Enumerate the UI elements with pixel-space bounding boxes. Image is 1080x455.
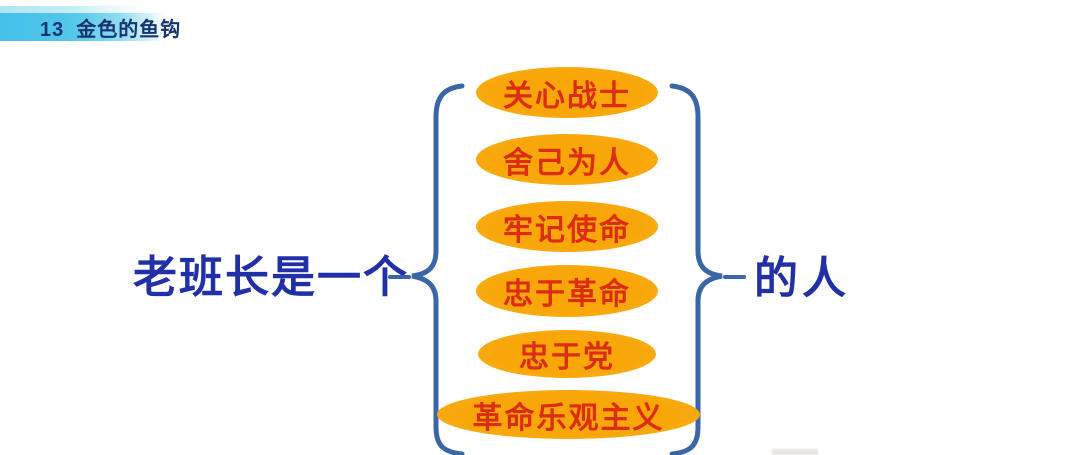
trait-ellipse-3: 牢记使命 bbox=[476, 201, 658, 252]
trait-label: 革命乐观主义 bbox=[472, 401, 665, 435]
trait-ellipse-6: 革命乐观主义 bbox=[437, 390, 700, 439]
header-banner: 13 金色的鱼钩 bbox=[0, 13, 460, 41]
diagram-left-label: 老班长是一个 bbox=[133, 253, 409, 302]
trait-ellipse-2: 舍己为人 bbox=[476, 134, 658, 185]
trait-label: 舍己为人 bbox=[503, 146, 631, 180]
lesson-heading: 13 金色的鱼钩 bbox=[40, 13, 181, 42]
trait-label: 牢记使命 bbox=[503, 213, 631, 247]
lesson-title: 金色的鱼钩 bbox=[76, 18, 182, 41]
banner-top-strip bbox=[0, 6, 420, 13]
trait-ellipse-5: 忠于党 bbox=[478, 330, 656, 378]
right-curly-brace bbox=[669, 83, 723, 455]
cutoff-watermark bbox=[772, 449, 818, 455]
left-curly-brace bbox=[411, 83, 465, 455]
diagram-right-label: 的人 bbox=[754, 254, 850, 303]
lesson-number: 13 bbox=[40, 18, 65, 41]
trait-label: 关心战士 bbox=[503, 79, 631, 113]
trait-label: 忠于革命 bbox=[503, 278, 631, 311]
trait-ellipse-4: 忠于革命 bbox=[476, 265, 658, 317]
trait-ellipse-1: 关心战士 bbox=[476, 67, 658, 118]
trait-label: 忠于党 bbox=[519, 341, 615, 374]
